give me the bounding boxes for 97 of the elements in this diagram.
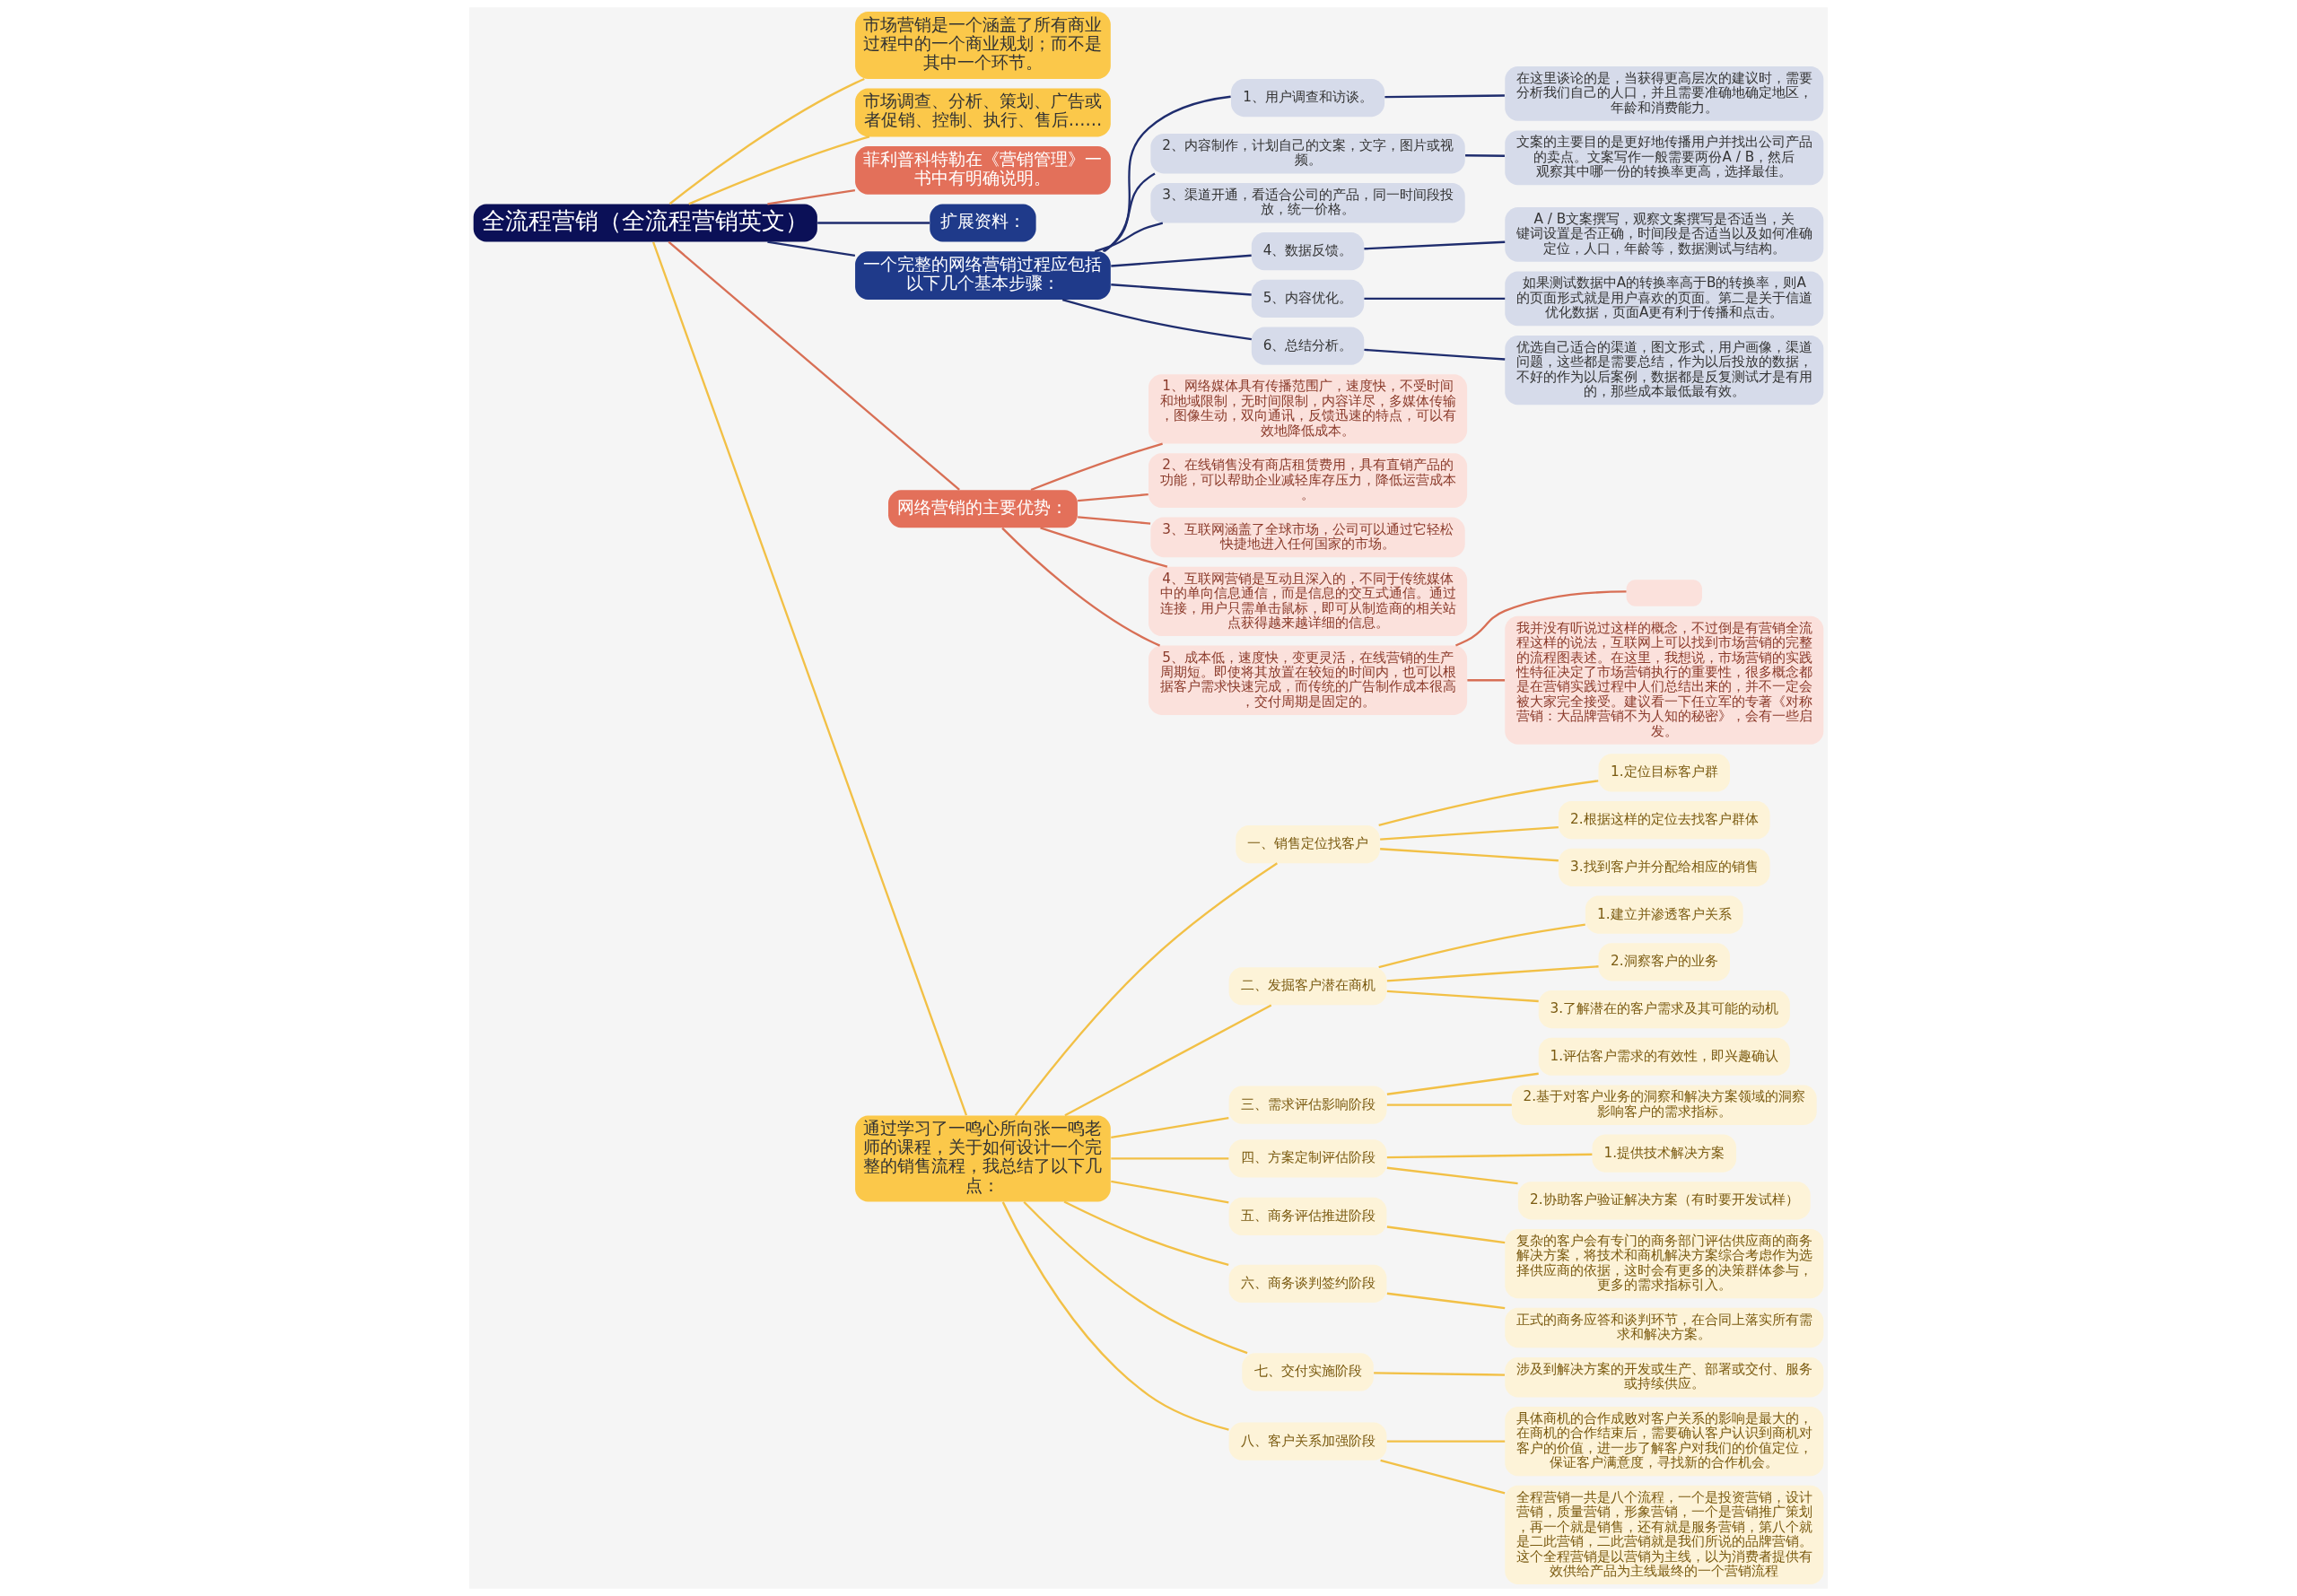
node-box: 菲利普科特勒在《营销管理》一书中有明确说明。	[855, 145, 1111, 195]
connector	[1378, 923, 1585, 969]
connector	[1061, 298, 1252, 341]
connector	[1111, 1180, 1229, 1204]
node-box: 扩展资料：	[930, 204, 1036, 242]
node-box: 5、内容优化。	[1251, 279, 1365, 318]
connector	[767, 188, 856, 205]
connector	[817, 222, 930, 224]
connector	[1111, 1157, 1229, 1160]
node-box: 3、渠道开通，看适合公司的产品，同一时间段投放，统一价格。	[1150, 183, 1465, 223]
connector	[1386, 1292, 1506, 1310]
node-box: 2.协助客户验证解决方案（有时要开发试样）	[1517, 1182, 1811, 1220]
connector	[1386, 1166, 1518, 1185]
node-box: 复杂的客户会有专门的商务部门评估供应商的商务解决方案，将技术和商机解决方案综合考虑作为选择供应商的依据，这时会有更多的决策群体参与，更多的需求指标引入。	[1505, 1228, 1824, 1299]
connector	[1040, 527, 1168, 568]
connector	[1380, 1459, 1506, 1495]
connector	[1094, 222, 1164, 253]
node-box	[1626, 580, 1702, 606]
node-box: 1、网络媒体具有传播范围广，速度快，不受时间和地域限制，无时间限制，内容详尽，多媒体传输，图像生动，双向通讯，反馈迅速的特点，可以有效地降低成本。	[1148, 374, 1468, 444]
connector	[1104, 95, 1231, 252]
connector	[652, 241, 968, 1116]
node-box: 3.找到客户并分配给相应的销售	[1559, 848, 1770, 886]
node-box: 正式的商务应答和谈判环节，在合同上落实所有需求和解决方案。	[1505, 1307, 1824, 1348]
connector	[1001, 1201, 1229, 1431]
node-box: 1.建立并渗透客户关系	[1585, 895, 1743, 934]
connector	[1378, 780, 1599, 827]
node-box: 全程营销一共是八个流程，一个是投资营销，设计营销，质量营销，形象营销，一个是营销推广策划，再一个就是销售，还有就是服务营销，第八个就是二此营销，二此营销就是我们所说的品牌营销。这个全程营销是以营销为主线，以为消费者提供有效供给产品为主线最终的一个营销流程	[1505, 1485, 1824, 1585]
connector	[1364, 297, 1506, 301]
connector	[1374, 1372, 1505, 1376]
node-box: 涉及到解决方案的开发或生产、部署或交付、服务或持续供应。	[1505, 1356, 1824, 1398]
node-box: 四、方案定制评估阶段	[1228, 1139, 1387, 1178]
node-box: 通过学习了一鸣心所向张一鸣老师的课程，关于如何设计一个完整的销售流程，我总结了以下几点：	[855, 1115, 1111, 1202]
node-box: 如果测试数据中A的转换率高于B的转换率，则A的页面形式就是用户喜欢的页面。第二是关于信道优化数据，页面A更有利于传播和点击。	[1505, 271, 1824, 327]
node-box: 1、用户调查和访谈。	[1231, 78, 1385, 118]
node-box: 市场营销是一个涵盖了所有商业过程中的一个商业规划；而不是其中一个环节。	[855, 11, 1111, 79]
node-box: 6、总结分析。	[1251, 327, 1365, 365]
connector	[1111, 1116, 1229, 1139]
node-box: 我并没有听说过这样的概念，不过倒是有营销全流程这样的说法，互联网上可以找到市场营销的完整的流程图表述。在这里，我想说，市场营销的实践性特征决定了市场营销执行的重要性，很多概念都是在营销实践过程中人们总结出来的，并不一定会被大家完全接受。建议看一下任立军的专著《对称营销：大品牌营销不为人知的秘密》，会有一些启发。	[1505, 615, 1824, 745]
node-box: 文案的主要目的是更好地传播用户并找出公司产品的卖点。文案写作一般需要两份A / B，然后观察其中哪一份的转换率更高，选择最佳。	[1505, 130, 1824, 186]
connector	[1078, 516, 1151, 525]
node-box: 1.定位目标客户群	[1598, 754, 1730, 792]
connector	[688, 135, 870, 205]
connector	[1001, 527, 1161, 647]
connector	[1023, 1200, 1248, 1355]
connector	[1380, 848, 1559, 862]
connector	[1380, 825, 1559, 841]
connector	[1386, 1072, 1539, 1095]
connector	[1386, 1153, 1593, 1159]
connector	[668, 240, 960, 491]
connector	[1063, 1200, 1229, 1267]
node-box: 2.洞察客户的业务	[1598, 943, 1730, 981]
node-box: 二、发掘客户潜在商机	[1228, 967, 1387, 1006]
node-box: 3、互联网涵盖了全球市场，公司可以通过它轻松快捷地进入任何国家的市场。	[1150, 517, 1465, 558]
node-box: 1.提供技术解决方案	[1592, 1134, 1737, 1173]
node-box: 3.了解潜在的客户需求及其可能的动机	[1538, 990, 1790, 1029]
node-box: 在这里谈论的是，当获得更高层次的建议时，需要分析我们自己的人口，并且需要准确地确定地区，年龄和消费能力。	[1505, 65, 1824, 121]
connector	[1386, 965, 1599, 982]
node-box: 网络营销的主要优势：	[887, 490, 1078, 528]
connector	[1111, 254, 1252, 267]
connector	[1467, 679, 1506, 682]
node-box: 八、客户关系加强阶段	[1228, 1422, 1387, 1461]
node-box: 六、商务谈判签约阶段	[1228, 1264, 1387, 1303]
connector	[1078, 493, 1148, 502]
node-box: 五、商务评估推进阶段	[1228, 1197, 1387, 1235]
node-box: 优选自己适合的渠道，图文形式，用户画像，渠道问题，这些都是需要总结，作为以后投放的数据，不好的作为以后案例，数据都是反复测试才是有用的，那些成本最低最有效。	[1505, 335, 1824, 406]
node-box: 七、交付实施阶段	[1242, 1353, 1374, 1391]
connector	[668, 77, 865, 205]
node-box: 全流程营销（全流程营销英文）	[473, 204, 817, 242]
connector	[1111, 283, 1252, 296]
connector	[1386, 1440, 1506, 1443]
connector	[1465, 154, 1505, 157]
connector	[1064, 1004, 1272, 1117]
node-box: 4、数据反馈。	[1251, 232, 1365, 271]
connector	[1386, 1103, 1512, 1106]
node-box: 1.评估客户需求的有效性，即兴趣确认	[1538, 1037, 1790, 1076]
node-box: 4、互联网营销是互动且深入的，不同于传统媒体中的单向信息通信，而是信息的交互式通信。通过连接，用户只需单击鼠标，即可从制造商的相关站点获得越来越详细的信息。	[1148, 566, 1468, 637]
node-box: 2.根据这样的定位去找客户群体	[1559, 801, 1770, 840]
node-box: 2.基于对客户业务的洞察和解决方案领域的洞察影响客户的需求指标。	[1511, 1085, 1817, 1125]
connector	[1014, 862, 1278, 1117]
connector	[1386, 1225, 1506, 1244]
node-box: 一、销售定位找客户	[1236, 824, 1380, 864]
connector	[1364, 348, 1506, 361]
connector	[767, 240, 856, 257]
connector	[1384, 94, 1505, 99]
node-box: A / B文案撰写，观察文案撰写是否适当，关键词设置是否正确，时间段是否适当以及如何准确定位，人口，年龄等，数据测试与结构。	[1505, 206, 1824, 262]
node-box: 市场调查、分析、策划、广告或者促销、控制、执行、售后……	[855, 88, 1111, 137]
node-box: 2、在线销售没有商店租赁费用，具有直销产品的功能，可以帮助企业减轻库存压力，降低运营成本。	[1148, 453, 1468, 509]
node-box: 具体商机的合作成败对客户关系的影响是最大的，在商机的合作结束后，需要确认客户认识到商机对客户的价值，进一步了解客户对我们的价值定位，保证客户满意度，寻找新的合作机会。	[1505, 1407, 1824, 1477]
connector	[1364, 240, 1506, 250]
connector	[1386, 990, 1539, 1003]
connector	[1102, 172, 1156, 253]
node-box: 5、成本低，速度快，变更灵活，在线营销的生产周期短。即使将其放置在较短的时间内，也可以根据客户需求快速完成，而传统的广告制作成本很高，交付周期是固定的。	[1148, 645, 1468, 715]
connector	[1454, 590, 1627, 647]
node-box: 三、需求评估影响阶段	[1228, 1086, 1387, 1124]
node-box: 2、内容制作，计划自己的文案，文字，图片或视频。	[1150, 133, 1465, 174]
connector	[1030, 442, 1163, 492]
node-box: 一个完整的网络营销过程应包括以下几个基本步骤：	[855, 251, 1111, 301]
